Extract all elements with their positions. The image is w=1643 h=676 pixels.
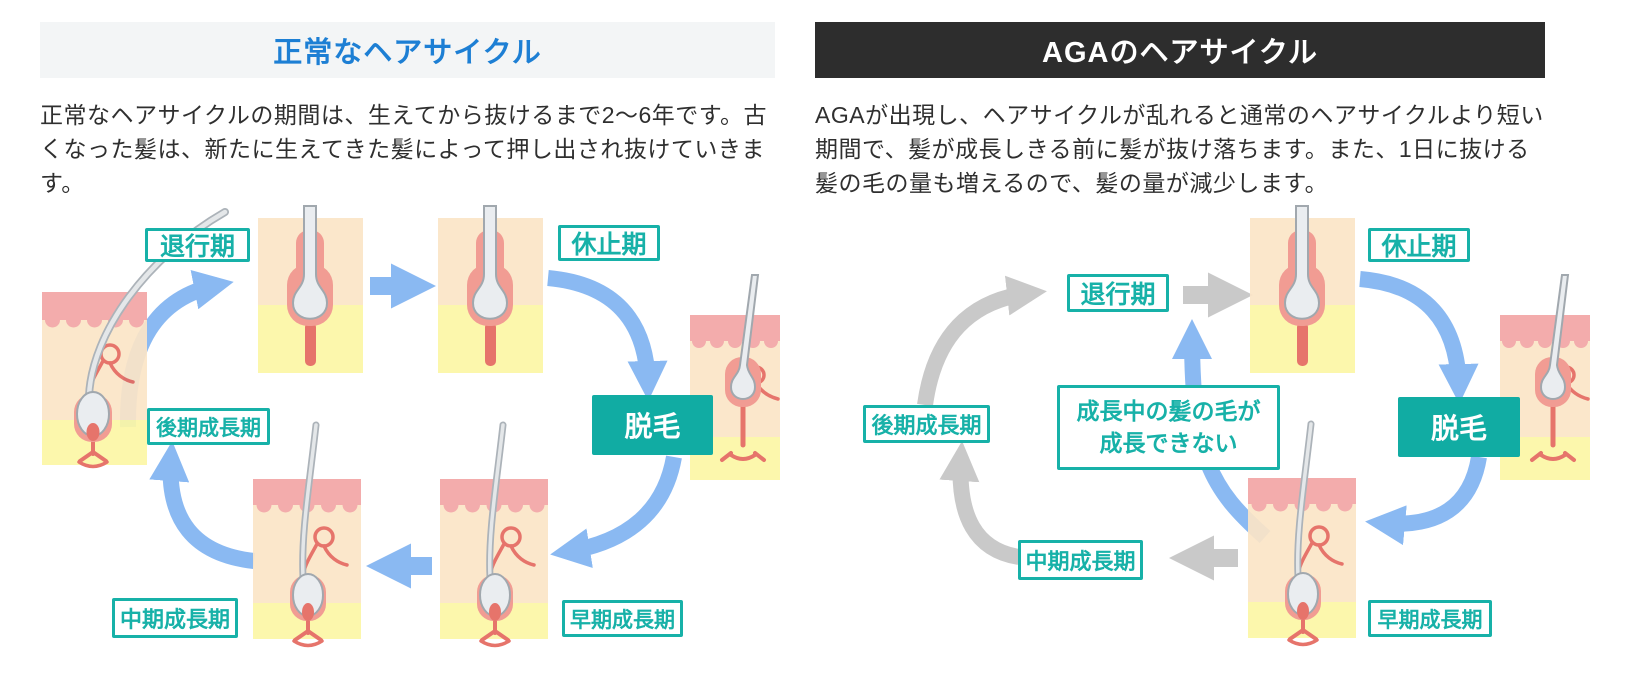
- early-growth-follicle-illustration: [440, 425, 548, 646]
- aga-cycle-title: AGAのヘアサイクル: [1042, 37, 1318, 69]
- aga-cycle-description: AGAが出現し、ヘアサイクルが乱れると通常のヘアサイクルより短い期間で、髪が成長…: [815, 102, 1544, 196]
- label-late-growth: 後期成長期: [863, 405, 990, 443]
- normal-cycle-diagram: 退行期 休止期 脱毛 後期成長期 中期成長期 早期成長期: [40, 205, 785, 660]
- label-early-growth: 早期成長期: [1368, 600, 1492, 637]
- label-mid-growth: 中期成長期: [1018, 540, 1143, 580]
- mid-growth-follicle-illustration: [253, 425, 361, 646]
- growth-interrupted-note-line1: 成長中の髪の毛が: [1076, 398, 1261, 425]
- resting-follicle-illustration: [437, 205, 544, 374]
- label-mid-growth: 中期成長期: [112, 598, 238, 638]
- normal-cycle-description: 正常なヘアサイクルの期間は、生えてから抜けるまで2〜6年です。古くなった髪は、新…: [40, 102, 767, 196]
- arrow-mid-to-late-growth: [149, 441, 256, 569]
- label-late-growth: 後期成長期: [147, 408, 270, 445]
- regression-follicle-illustration: [257, 205, 364, 374]
- arrow-shedding-to-early-growth: [1365, 455, 1487, 546]
- normal-cycle-diagram-canvas: [40, 205, 785, 660]
- label-shedding: 脱毛: [1398, 397, 1520, 457]
- growth-interrupted-note: 成長中の髪の毛が 成長できない: [1057, 385, 1280, 470]
- normal-cycle-header: 正常なヘアサイクル: [40, 22, 775, 78]
- arrow-mid-to-late-growth: [939, 441, 1021, 565]
- arrow-shedding-to-early-growth: [550, 455, 682, 568]
- arrow-resting-to-shedding: [1359, 271, 1479, 404]
- normal-cycle-title: 正常なヘアサイクル: [273, 37, 542, 69]
- label-resting: 休止期: [1368, 228, 1470, 262]
- label-early-growth: 早期成長期: [562, 600, 683, 637]
- label-shedding: 脱毛: [592, 395, 713, 455]
- arrow-resting-to-shedding: [547, 270, 668, 401]
- aga-cycle-diagram: 退行期 休止期 脱毛 後期成長期 中期成長期 早期成長期 成長中の髪の毛が 成長…: [815, 205, 1600, 660]
- growth-interrupted-note-line2: 成長できない: [1099, 429, 1238, 456]
- arrow-late-growth-to-regression: [917, 275, 1047, 407]
- label-regression: 退行期: [1067, 274, 1169, 312]
- label-regression: 退行期: [145, 228, 250, 262]
- label-resting: 休止期: [558, 225, 660, 261]
- resting-follicle-illustration: [1249, 205, 1356, 374]
- aga-cycle-header: AGAのヘアサイクル: [815, 22, 1545, 78]
